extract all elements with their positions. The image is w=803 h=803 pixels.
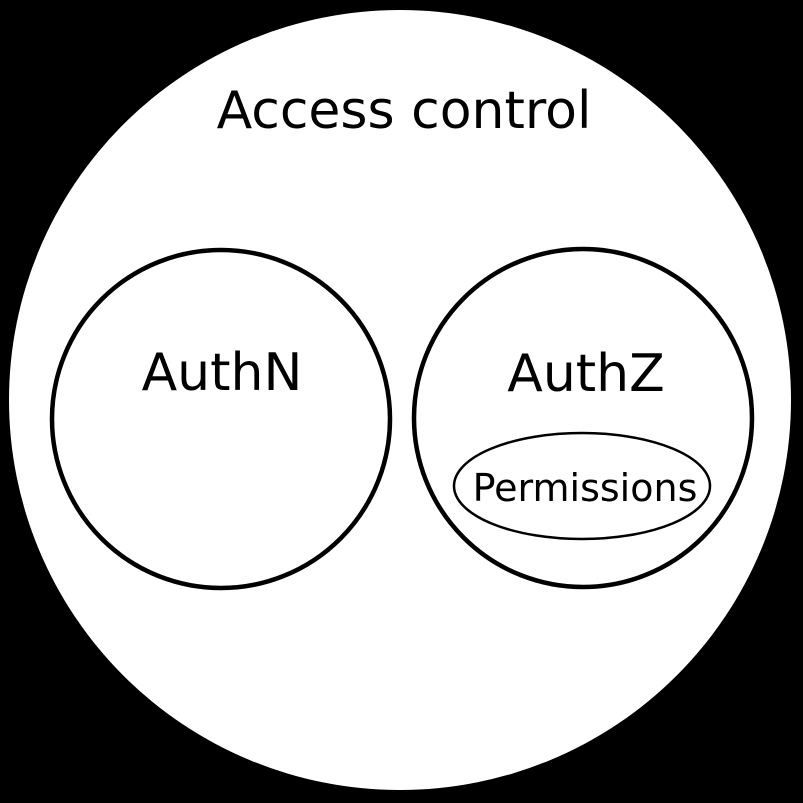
access-control-label: Access control — [217, 81, 592, 141]
authz-label: AuthZ — [507, 344, 665, 404]
authn-circle — [49, 247, 393, 591]
access-control-ellipse — [9, 10, 791, 790]
permissions-ellipse — [452, 431, 712, 541]
permissions-label: Permissions — [473, 466, 698, 510]
authn-label: AuthN — [142, 343, 303, 403]
